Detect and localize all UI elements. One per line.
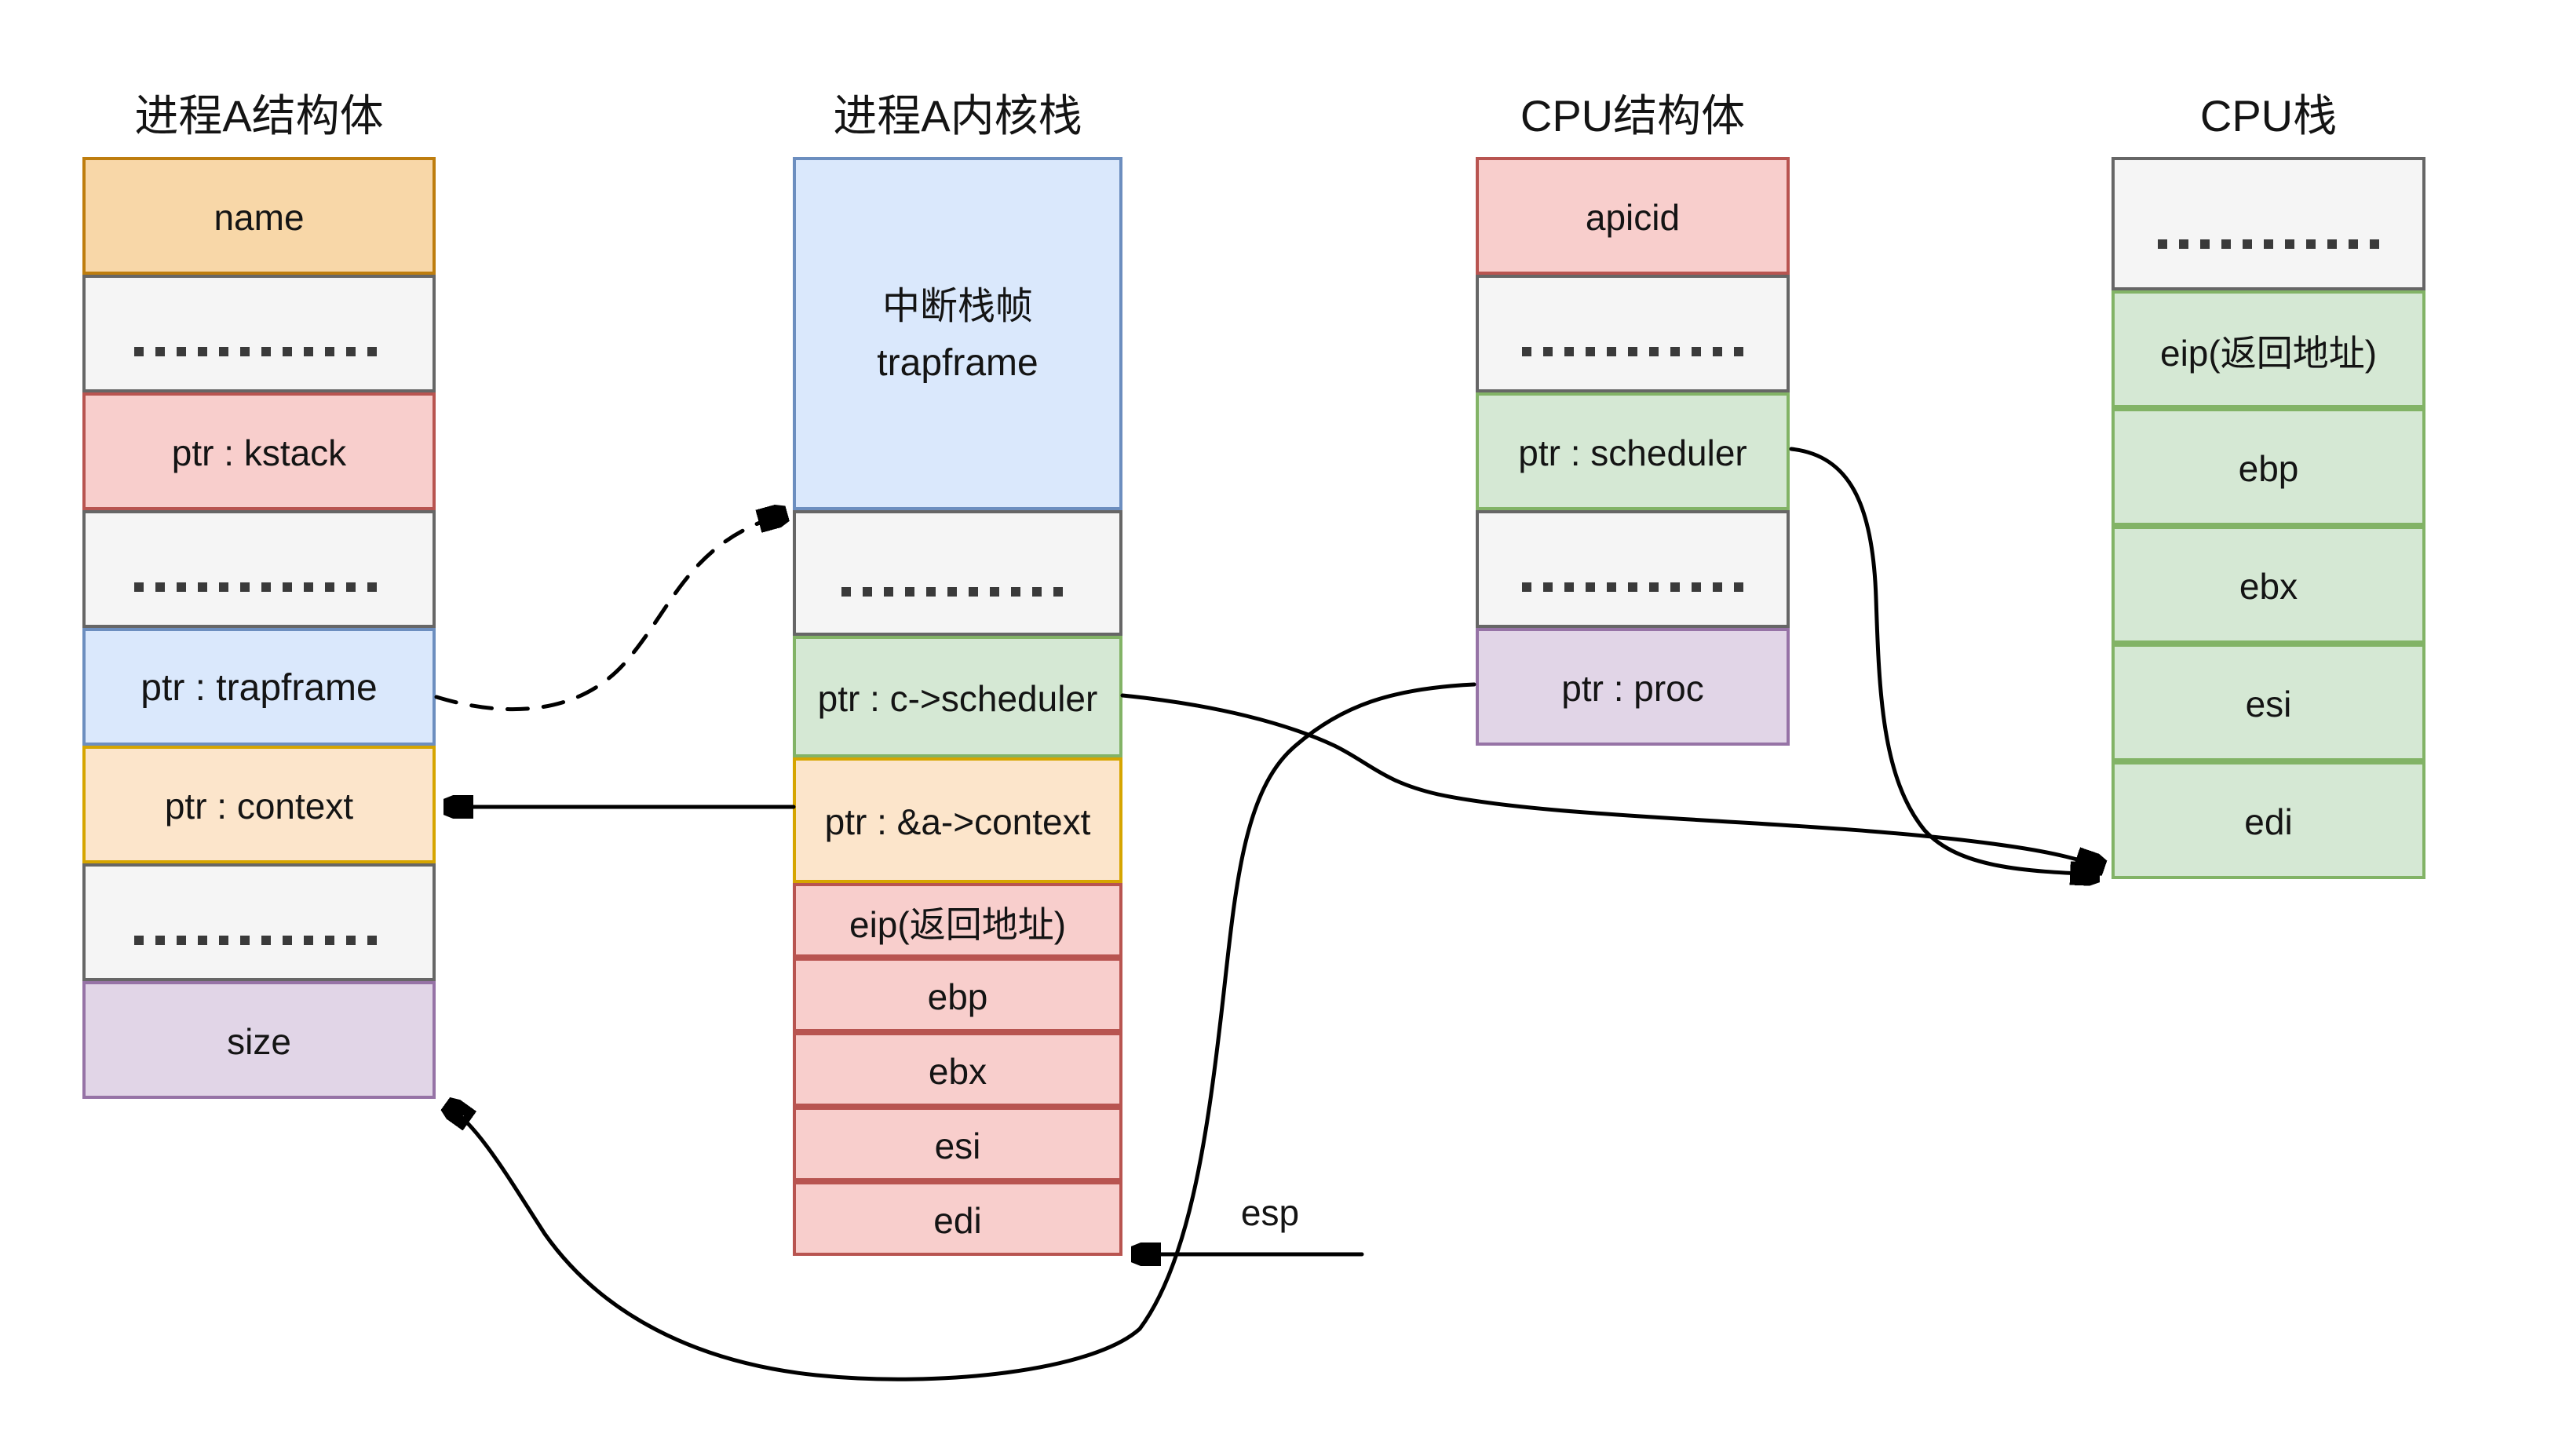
cpu-struct-title: CPU结构体 — [1520, 91, 1746, 140]
proc-a-kernel-stack-eip-cell: eip(返回地址) — [793, 883, 1122, 958]
proc-a-kernel-stack-esi-cell: esi — [793, 1107, 1122, 1181]
cpu-struct-ptr-proc-cell: ptr : proc — [1476, 628, 1790, 746]
proc-a-struct-ptr-kstack-cell: ptr : kstack — [82, 392, 436, 510]
dots-placeholder — [1521, 346, 1744, 356]
proc-a-struct-name-cell: name — [82, 157, 436, 275]
cpu-stack-esi-cell: esi — [2112, 644, 2425, 761]
proc-a-struct-title: 进程A结构体 — [134, 91, 384, 140]
cpu-struct-dots-2-cell — [1476, 510, 1790, 628]
proc-a-struct-dots-2-cell — [82, 510, 436, 628]
proc-a-kernel-stack-ebx-cell: ebx — [793, 1032, 1122, 1107]
dots-placeholder — [2157, 239, 2380, 249]
proc-a-kernel-stack-ebp-cell: ebp — [793, 958, 1122, 1032]
cpu-scheduler-pointer-arrow — [1789, 447, 2097, 874]
proc-a-struct-ptr-context-cell: ptr : context — [82, 746, 436, 863]
cpu-struct-apicid-cell: apicid — [1476, 157, 1790, 275]
esp-label: esp — [1240, 1192, 1300, 1233]
dots-placeholder — [133, 582, 385, 592]
trapframe-pointer-arrow — [434, 514, 785, 712]
cpu-stack-ebp-cell: ebp — [2112, 408, 2425, 526]
proc-a-kernel-stack-title: 进程A内核栈 — [833, 91, 1082, 140]
cpu-stack-ebx-cell: ebx — [2112, 526, 2425, 644]
dots-placeholder — [1521, 582, 1744, 592]
dots-placeholder — [133, 346, 385, 356]
dots-placeholder — [133, 935, 385, 945]
cpu-stack-edi-cell: edi — [2112, 761, 2425, 879]
proc-a-kernel-stack-ptr-a-context-cell: ptr : &a->context — [793, 757, 1122, 883]
cpu-struct-column: CPU结构体 apicid ptr : scheduler ptr : proc — [1476, 75, 1790, 746]
cpu-struct-ptr-scheduler-cell: ptr : scheduler — [1476, 392, 1790, 510]
cpu-struct-cells: apicid ptr : scheduler ptr : proc — [1476, 157, 1790, 746]
proc-a-struct-size-cell: size — [82, 981, 436, 1099]
proc-a-struct-dots-1-cell — [82, 275, 436, 392]
cpu-stack-title: CPU栈 — [2199, 91, 2338, 140]
cpu-stack-eip-cell: eip(返回地址) — [2112, 290, 2425, 408]
proc-a-struct-dots-3-cell — [82, 863, 436, 981]
proc-a-kernel-stack-edi-cell: edi — [793, 1181, 1122, 1256]
proc-a-kernel-stack-ptr-c-scheduler-cell: ptr : c->scheduler — [793, 636, 1122, 757]
cpu-stack-dots-1-cell — [2112, 157, 2425, 290]
proc-a-struct-ptr-trapframe-cell: ptr : trapframe — [82, 628, 436, 746]
cpu-struct-dots-1-cell — [1476, 275, 1790, 392]
dots-placeholder — [841, 587, 1075, 597]
proc-a-kernel-stack-dots-1-cell — [793, 510, 1122, 636]
